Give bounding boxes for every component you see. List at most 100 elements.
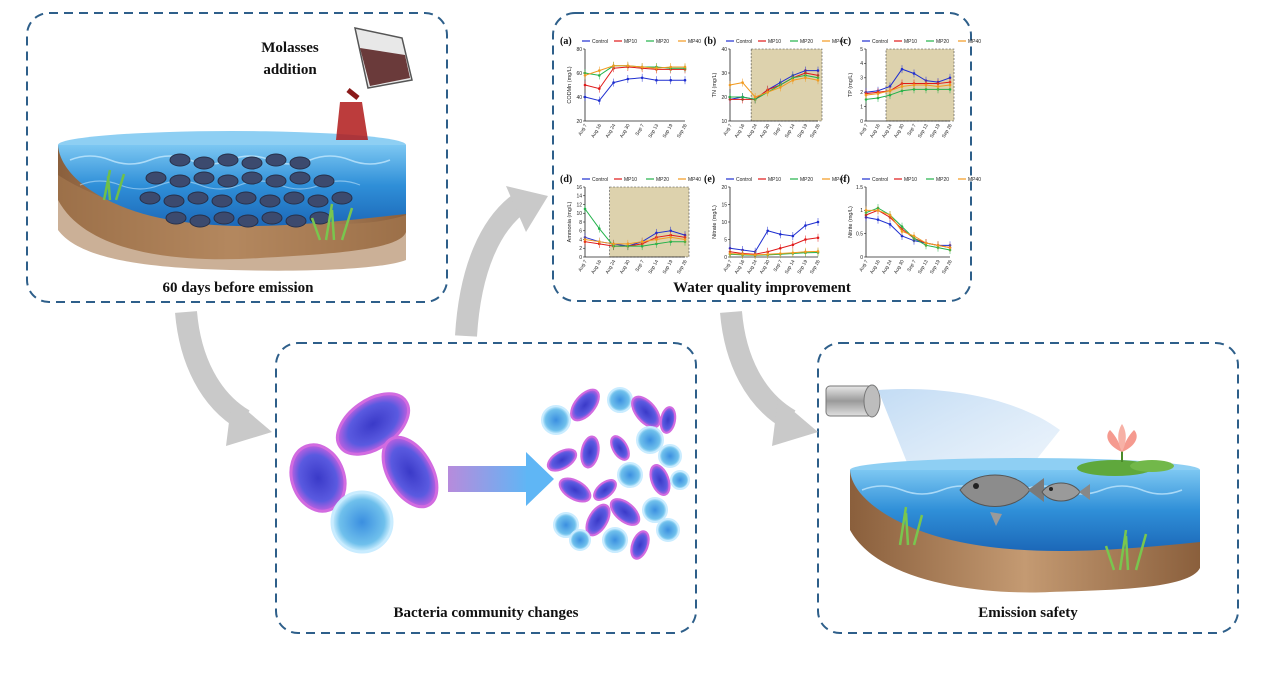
fish-icon — [261, 211, 283, 225]
legend-label: MP20 — [936, 177, 949, 183]
data-point — [791, 78, 795, 82]
x-tick-label: Sep 7 — [906, 123, 918, 137]
x-tick-label: Aug 16 — [733, 123, 746, 139]
legend-label: MP20 — [656, 177, 669, 183]
y-tick-label: 5 — [724, 237, 727, 243]
panel-emission-safety — [817, 342, 1239, 634]
x-tick-label: Aug 7 — [722, 123, 734, 137]
data-point — [741, 81, 744, 84]
x-tick-label: Sep 7 — [773, 123, 785, 137]
data-point — [683, 78, 687, 82]
data-point — [766, 252, 770, 256]
fish-icon — [193, 171, 215, 185]
data-point — [640, 76, 644, 80]
legend-label: MP20 — [800, 177, 813, 183]
data-point — [669, 236, 673, 239]
arrow-up-right — [455, 186, 548, 337]
data-point — [900, 85, 904, 88]
data-point — [655, 231, 658, 235]
x-tick-label: Aug 30 — [759, 259, 772, 275]
bacterium-icon — [642, 497, 668, 523]
water-quality-label: Water quality improvement — [673, 280, 851, 296]
legend-label: MP40 — [968, 177, 981, 183]
legend-label: MP40 — [832, 177, 845, 183]
data-point — [683, 65, 687, 69]
data-point — [597, 227, 601, 230]
data-point — [900, 225, 904, 228]
x-tick-label: Aug 7 — [858, 123, 870, 137]
data-point — [612, 64, 615, 68]
bacterium-icon — [658, 444, 682, 468]
series-line — [584, 77, 685, 102]
series-line — [865, 68, 951, 93]
series-line — [584, 65, 685, 76]
y-axis-label: TP (mg/L) — [848, 73, 854, 98]
x-tick-label: Sep 14 — [647, 259, 660, 275]
fish-icon — [237, 214, 259, 228]
data-point — [778, 86, 782, 89]
data-point — [669, 229, 673, 233]
series-line — [729, 221, 819, 253]
fish-icon — [217, 153, 239, 167]
x-tick-label: Sep 14 — [784, 259, 797, 275]
x-tick-label: Aug 24 — [881, 259, 894, 275]
data-point — [778, 246, 782, 250]
x-tick-label: Aug 7 — [722, 259, 734, 273]
data-point — [900, 230, 904, 233]
y-tick-label: 1 — [860, 208, 863, 214]
series-line — [729, 237, 819, 255]
data-point — [778, 232, 782, 236]
y-tick-label: 15 — [721, 202, 727, 208]
legend-label: Control — [736, 39, 752, 45]
legend-label: MP40 — [688, 177, 701, 183]
x-tick-label: Sep 26 — [809, 123, 822, 139]
y-tick-label: 1 — [860, 104, 863, 110]
chart-axes — [584, 49, 685, 122]
data-point — [655, 238, 658, 241]
y-axis-label: TN (mg/L) — [712, 72, 718, 97]
legend-label: MP10 — [904, 177, 917, 183]
data-point — [669, 240, 673, 243]
x-tick-label: Sep 26 — [941, 123, 954, 139]
series-line — [865, 209, 951, 249]
fish-icon — [139, 191, 161, 205]
pipe-icon — [825, 384, 881, 418]
legend-label: MP10 — [624, 39, 637, 45]
y-tick-label: 0 — [860, 255, 863, 261]
molasses-label: Molasses — [261, 40, 319, 56]
fish-icon — [193, 156, 215, 170]
data-point — [816, 250, 820, 253]
legend-label: Control — [592, 39, 608, 45]
before-emission-label: 60 days before emission — [163, 280, 315, 296]
fish-icon — [217, 174, 239, 188]
series-line — [866, 209, 951, 249]
series-line — [729, 251, 819, 256]
data-point — [583, 74, 587, 77]
data-point — [924, 83, 928, 87]
x-tick-label: Aug 7 — [858, 259, 870, 273]
data-point — [804, 250, 807, 254]
data-point — [912, 83, 916, 87]
series-line — [865, 84, 951, 96]
data-point — [876, 209, 880, 212]
data-point — [791, 234, 795, 238]
bacterium-icon — [631, 395, 661, 429]
x-tick-label: Sep 26 — [676, 123, 689, 139]
data-point — [791, 251, 795, 255]
x-tick-label: Sep 7 — [906, 259, 918, 273]
series-line — [865, 216, 950, 246]
x-tick-label: Aug 24 — [881, 123, 894, 139]
data-point — [900, 89, 904, 93]
chart-panel-label: (f) — [840, 174, 850, 185]
fish-icon — [307, 194, 329, 208]
y-tick-label: 30 — [721, 71, 727, 77]
data-point — [816, 220, 820, 224]
y-tick-label: 2 — [860, 90, 863, 96]
data-point — [816, 236, 820, 240]
x-tick-label: Sep 7 — [634, 123, 646, 137]
x-tick-label: Aug 7 — [577, 123, 589, 137]
x-tick-label: Aug 30 — [759, 123, 772, 139]
